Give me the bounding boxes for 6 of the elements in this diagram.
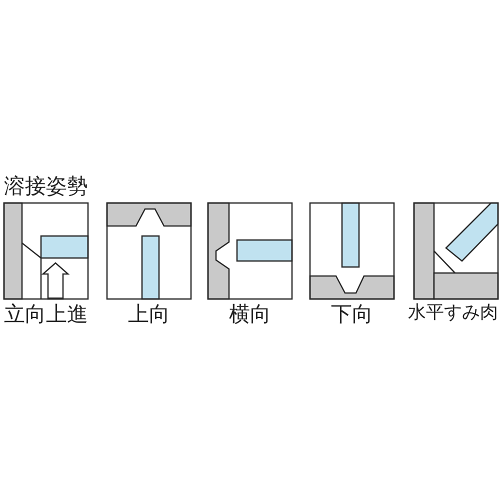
position-caption: 横向 (229, 304, 271, 325)
position-caption: 立向上進 (4, 304, 88, 325)
position-caption: 水平すみ肉 (408, 304, 498, 322)
position-caption: 下向 (331, 304, 373, 325)
position-caption: 上向 (128, 304, 170, 325)
diagram-title: 溶接姿勢 (4, 176, 88, 197)
